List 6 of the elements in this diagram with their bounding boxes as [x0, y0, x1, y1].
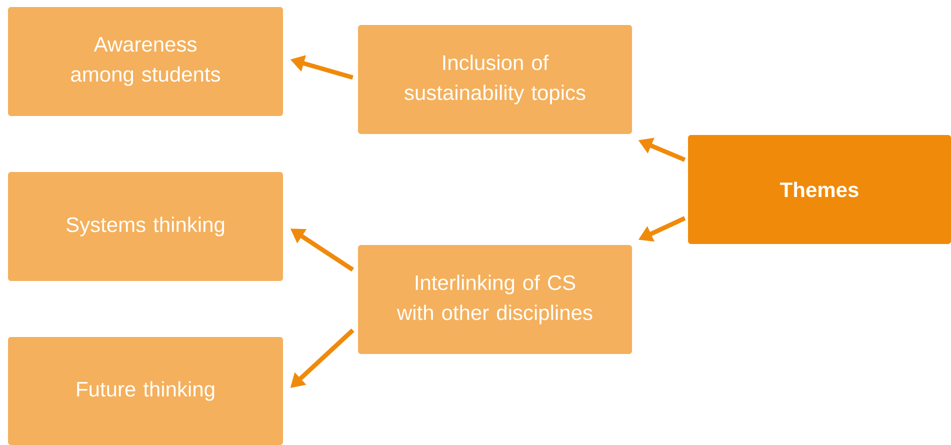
topic-box: Awareness among students [8, 7, 283, 116]
topic-box: Future thinking [8, 337, 283, 445]
topic-box: Interlinking of CS with other disciplines [358, 245, 632, 354]
theme-box: Themes [688, 135, 951, 244]
topic-box: Inclusion of sustainability topics [358, 25, 632, 134]
topic-box: Systems thinking [8, 172, 283, 281]
